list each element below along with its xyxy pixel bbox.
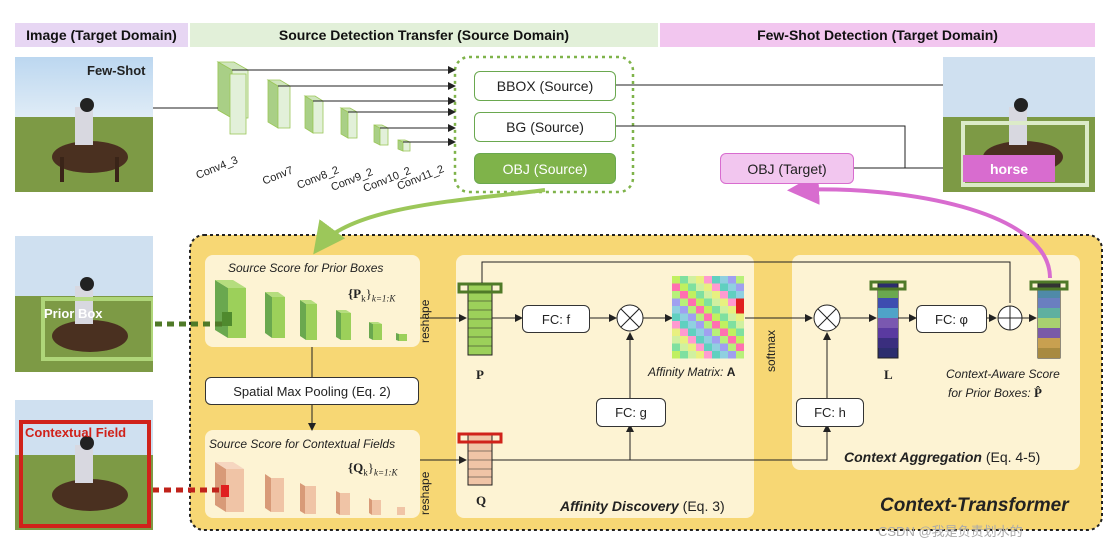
prior-image	[15, 236, 153, 372]
fewshot-image	[15, 57, 153, 192]
q-label: Q	[476, 493, 487, 508]
fc-g-box: FC: g	[596, 398, 666, 427]
transformer-title: Context-Transformer	[880, 495, 1069, 516]
green-arrow	[313, 188, 546, 255]
contextual-label: Contextual Field	[25, 425, 127, 440]
affinity-section-title: Affinity Discovery (Eq. 3)	[560, 498, 725, 514]
context-set: {Qk}k=1:K	[348, 460, 398, 478]
pooling-box: Spatial Max Pooling (Eq. 2)	[205, 377, 419, 405]
reshape-top: reshape	[418, 299, 432, 343]
conv-pyramid	[216, 61, 411, 152]
prior-title: Source Score for Prior Boxes	[228, 261, 384, 275]
affinity-title-text: Affinity Discovery	[560, 498, 679, 514]
header-source: Source Detection Transfer (Source Domain…	[190, 23, 658, 47]
fc-f-box: FC: f	[522, 305, 590, 333]
aggregation-panel	[792, 255, 1080, 470]
aggregation-title-eq: (Eq. 4-5)	[985, 449, 1041, 465]
context-set-range: k=1:K	[373, 467, 398, 478]
fc-phi-box: FC: φ	[916, 305, 987, 333]
softmax-label: softmax	[764, 329, 778, 372]
aggregation-section-title: Context Aggregation (Eq. 4-5)	[844, 449, 1040, 465]
l-label: L	[884, 367, 893, 382]
phat-vector	[1029, 280, 1069, 359]
context-set-sub: k	[363, 467, 368, 478]
fewshot-label: Few-Shot	[87, 63, 146, 78]
header-fewshot: Few-Shot Detection (Target Domain)	[660, 23, 1095, 47]
context-title: Source Score for Contextual Fields	[209, 437, 396, 451]
affinity-matrix	[672, 276, 744, 359]
bg-source-box: BG (Source)	[474, 112, 616, 142]
reshape-bottom: reshape	[418, 471, 432, 515]
context-set-label: {Q	[348, 460, 364, 475]
ctx-score-line2: for Prior Boxes: P̂	[948, 385, 1042, 401]
ctx-score-line2-text: for Prior Boxes:	[948, 386, 1031, 400]
phat-label: P̂	[1034, 385, 1042, 400]
obj-source-box: OBJ (Source)	[474, 153, 616, 184]
obj-target-box: OBJ (Target)	[720, 153, 854, 184]
prior-box-label: Prior Box	[44, 306, 103, 321]
prior-set-range: k=1:K	[371, 293, 396, 304]
aggregation-title-text: Context Aggregation	[844, 449, 982, 465]
matrix-label-bold: A	[726, 365, 736, 379]
header-image: Image (Target Domain)	[15, 23, 188, 47]
l-vector	[869, 280, 907, 359]
p-vector	[457, 282, 503, 356]
prior-set: {Pk}k=1:K	[348, 286, 396, 304]
fc-h-box: FC: h	[796, 398, 864, 427]
watermark: CSDN @我是负责划水的	[878, 524, 1023, 539]
affinity-title-eq: (Eq. 3)	[682, 498, 725, 514]
context-cubes	[215, 462, 405, 515]
pink-arrow	[787, 172, 1052, 279]
ctx-score-line1: Context-Aware Score	[946, 367, 1060, 381]
bbox-source-box: BBOX (Source)	[474, 71, 616, 101]
matrix-label-text: Affinity Matrix:	[648, 365, 724, 379]
context-panel	[205, 430, 420, 518]
prior-set-label: {P	[348, 286, 362, 301]
contextual-image	[15, 400, 153, 530]
horse-tag: horse	[963, 155, 1055, 182]
matrix-label: Affinity Matrix: A	[648, 365, 735, 379]
p-label: P	[476, 367, 484, 382]
q-vector	[457, 432, 503, 486]
prior-set-sub: k	[361, 293, 366, 304]
